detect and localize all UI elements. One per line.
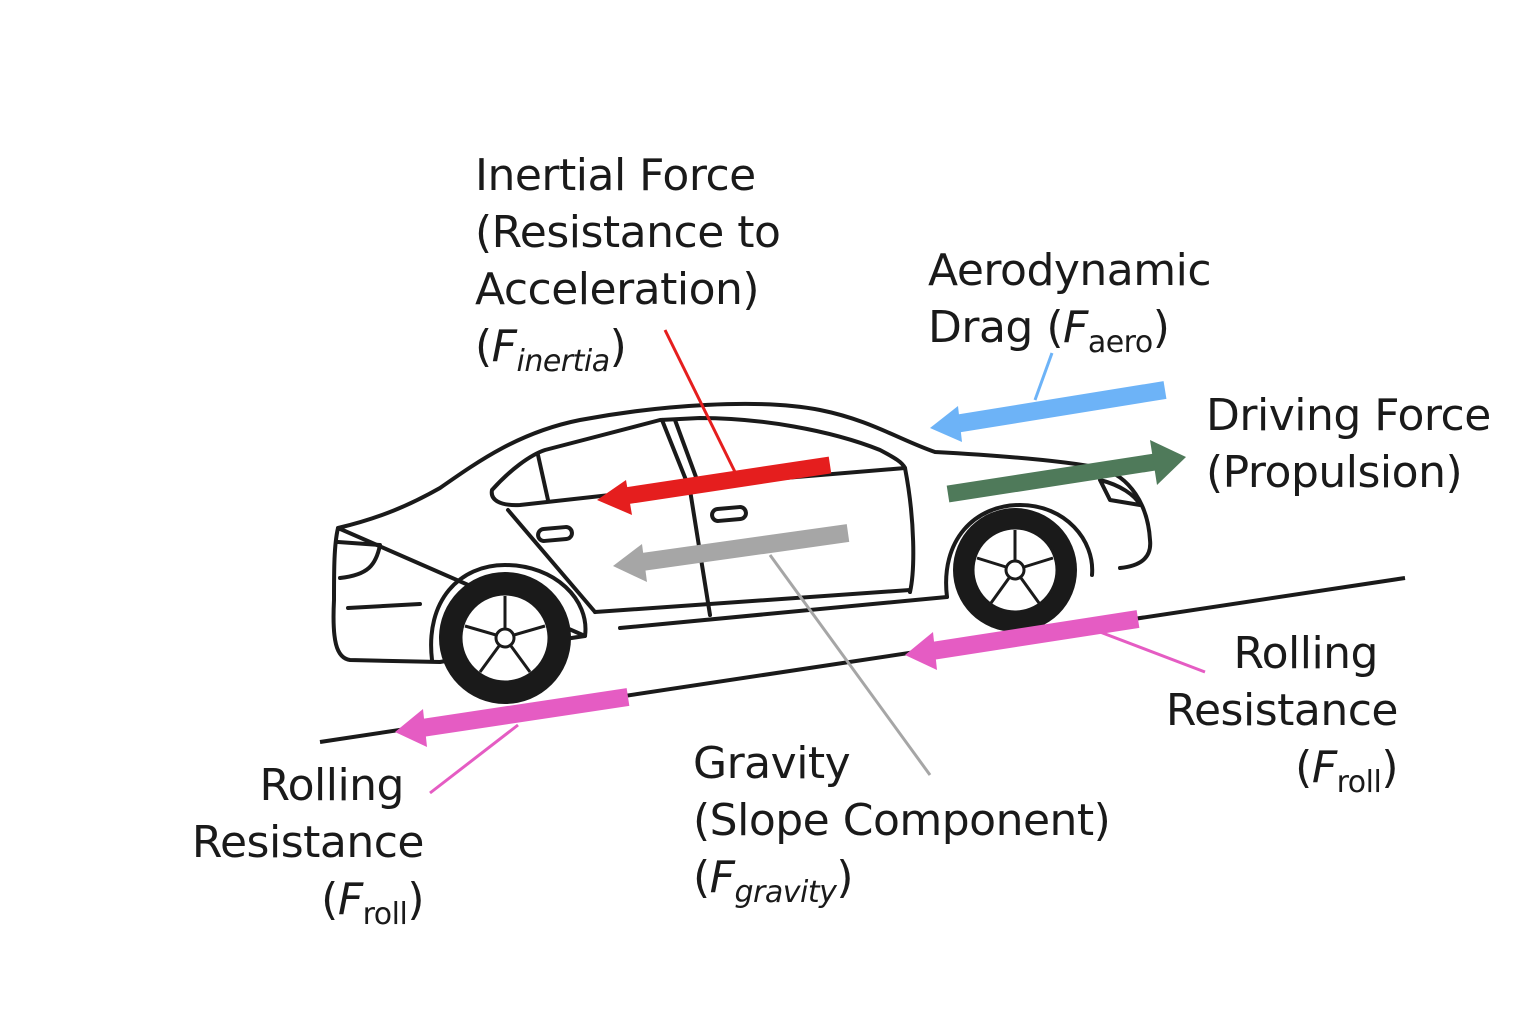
aero-drag-arrow <box>930 381 1167 442</box>
rolling-resistance-left-label: Rolling Resistance (Froll) <box>130 757 425 933</box>
inertia-line-3: Acceleration) <box>475 264 760 315</box>
rear-door-handle <box>536 525 574 543</box>
headlight <box>1098 478 1142 507</box>
pillar-b2 <box>673 418 702 490</box>
leader-rolling-right <box>1099 630 1206 674</box>
aero-line-1: Aerodynamic <box>928 245 1212 296</box>
aerodynamic-drag-label: Aerodynamic Drag (Faero) <box>928 242 1212 361</box>
inertia-line-2: (Resistance to <box>475 207 781 258</box>
front-wheel-arch <box>944 503 1095 599</box>
rear-wheel <box>439 572 571 704</box>
leader-aero <box>1033 352 1054 401</box>
inertia-line-1: Inertial Force <box>475 150 756 201</box>
driving-force-arrow <box>946 440 1186 503</box>
gravity-line-1: Gravity <box>693 738 851 789</box>
pillar-c <box>536 453 550 502</box>
rear-bumper-line <box>346 602 422 610</box>
leader-inertia <box>663 329 737 473</box>
rolling-resistance-right-arrow <box>905 610 1140 670</box>
gravity-slope-label: Gravity (Slope Component) (Fgravity) <box>693 735 1111 911</box>
rolling-left-line-1: Rolling <box>259 760 404 811</box>
rolling-right-symbol: (Froll) <box>1295 742 1398 800</box>
rolling-left-symbol: (Froll) <box>321 874 424 932</box>
rolling-resistance-left-arrow <box>395 688 630 747</box>
front-wheel <box>953 508 1077 632</box>
gravity-symbol: (Fgravity) <box>693 852 854 910</box>
rolling-left-line-2: Resistance <box>191 817 425 868</box>
driving-force-label: Driving Force (Propulsion) <box>1206 387 1491 501</box>
door-sill <box>593 588 912 614</box>
rolling-right-line-2: Resistance <box>1165 685 1399 736</box>
rolling-resistance-right-label: Rolling Resistance (Froll) <box>1100 625 1399 801</box>
tail-light <box>336 540 382 580</box>
inertial-force-label: Inertial Force (Resistance to Accelerati… <box>475 147 781 380</box>
drive-line-1: Driving Force <box>1206 390 1491 441</box>
inertia-arrow <box>597 456 832 515</box>
rear-wheel-arch <box>429 563 588 662</box>
front-door-handle <box>710 505 748 523</box>
leader-gravity <box>768 554 932 776</box>
gravity-line-2: (Slope Component) <box>693 795 1111 846</box>
aero-line-2: Drag (Faero) <box>928 302 1170 360</box>
leader-rolling-left <box>429 723 519 795</box>
car-illustration <box>331 401 1153 664</box>
drive-line-2: (Propulsion) <box>1206 447 1463 498</box>
gravity-slope-arrow <box>613 524 850 582</box>
inertia-symbol: (Finertia) <box>475 321 627 379</box>
rolling-right-line-1: Rolling <box>1233 628 1378 679</box>
